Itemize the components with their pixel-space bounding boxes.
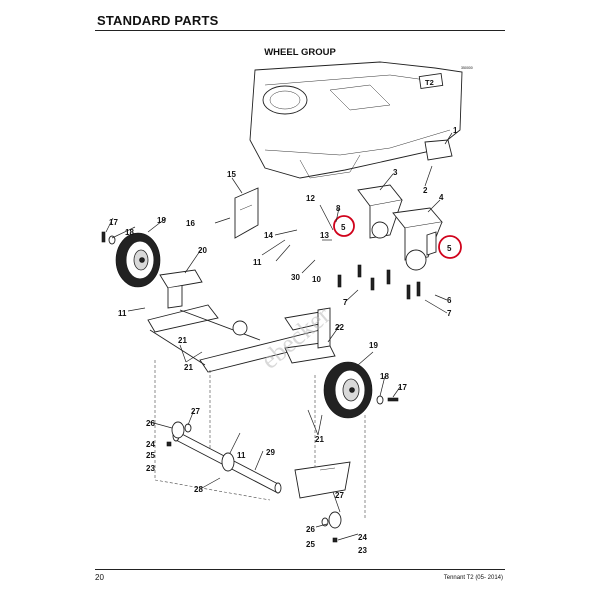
left-wheel-19 bbox=[115, 232, 161, 288]
document-reference: Tennant T2 (05- 2014) bbox=[443, 575, 503, 581]
model-badge: T2 bbox=[425, 78, 434, 87]
callout: 23 bbox=[358, 546, 367, 555]
footer-divider bbox=[95, 569, 505, 570]
page-header-title: STANDARD PARTS bbox=[97, 13, 219, 28]
diagram-id-code: 350000 bbox=[461, 66, 473, 70]
right-wheel-hardware bbox=[376, 395, 399, 405]
callout: 25 bbox=[306, 540, 315, 549]
callout: 20 bbox=[198, 246, 207, 255]
callout: 15 bbox=[227, 170, 236, 179]
callout: 26 bbox=[306, 525, 315, 534]
swing-arm bbox=[147, 304, 329, 373]
bracket-22 bbox=[284, 307, 336, 364]
callout-labels: 1 2 3 4 5 5 6 7 7 8 10 11 11 11 12 13 14… bbox=[109, 126, 458, 555]
callout: 21 bbox=[184, 363, 193, 372]
callout: 22 bbox=[335, 323, 344, 332]
callout: 21 bbox=[178, 336, 187, 345]
callout: 13 bbox=[320, 231, 329, 240]
hub-right-lower bbox=[321, 511, 342, 543]
highlight-circle bbox=[438, 235, 462, 259]
machine-body: T2 350000 bbox=[249, 61, 473, 179]
header-divider bbox=[95, 30, 505, 31]
right-wheel-19 bbox=[323, 361, 373, 419]
callout: 24 bbox=[146, 440, 155, 449]
callout: 5 bbox=[447, 244, 452, 253]
callout: 30 bbox=[291, 273, 300, 282]
callout: 21 bbox=[315, 435, 324, 444]
callout: 6 bbox=[447, 296, 452, 305]
callout: 24 bbox=[358, 533, 367, 542]
callout: 19 bbox=[369, 341, 378, 350]
caster-bracket-4 bbox=[392, 207, 443, 271]
callout: 11 bbox=[118, 309, 127, 318]
hardware-right bbox=[337, 264, 421, 300]
callout: 11 bbox=[253, 258, 262, 267]
leader-lines bbox=[105, 132, 453, 541]
section-title: WHEEL GROUP bbox=[264, 47, 336, 58]
callout: 1 bbox=[453, 126, 458, 135]
callout: 5 bbox=[341, 223, 346, 232]
callout: 17 bbox=[109, 218, 118, 227]
hub-left-lower bbox=[166, 421, 192, 447]
callout: 2 bbox=[423, 186, 428, 195]
callout: 16 bbox=[186, 219, 195, 228]
callout: 7 bbox=[447, 309, 452, 318]
caster-bracket-3 bbox=[357, 184, 403, 239]
callout: 27 bbox=[335, 491, 344, 500]
highlight-circle bbox=[333, 215, 355, 237]
callout: 7 bbox=[343, 298, 348, 307]
callout: 28 bbox=[194, 485, 203, 494]
callout: 23 bbox=[146, 464, 155, 473]
page-number: 20 bbox=[95, 573, 104, 582]
callout: 18 bbox=[380, 372, 389, 381]
plate-15 bbox=[234, 187, 259, 239]
callout: 19 bbox=[157, 216, 166, 225]
bracket-lower bbox=[294, 461, 351, 499]
clamp-11 bbox=[221, 452, 235, 472]
callout: 8 bbox=[336, 204, 341, 213]
callout: 14 bbox=[264, 231, 273, 240]
callout: 12 bbox=[306, 194, 315, 203]
bracket-1 bbox=[424, 139, 453, 161]
callout: 4 bbox=[439, 193, 444, 202]
callout: 18 bbox=[125, 228, 134, 237]
callout: 17 bbox=[398, 383, 407, 392]
callout: 29 bbox=[266, 448, 275, 457]
bracket-20 bbox=[159, 269, 203, 309]
callout: 25 bbox=[146, 451, 155, 460]
callout: 11 bbox=[237, 451, 246, 460]
wheel-group-exploded-diagram: T2 350000 bbox=[101, 61, 473, 555]
callout: 10 bbox=[312, 275, 321, 284]
callout: 27 bbox=[191, 407, 200, 416]
callout: 3 bbox=[393, 168, 398, 177]
left-axle-hardware bbox=[101, 231, 116, 245]
callout: 26 bbox=[146, 419, 155, 428]
